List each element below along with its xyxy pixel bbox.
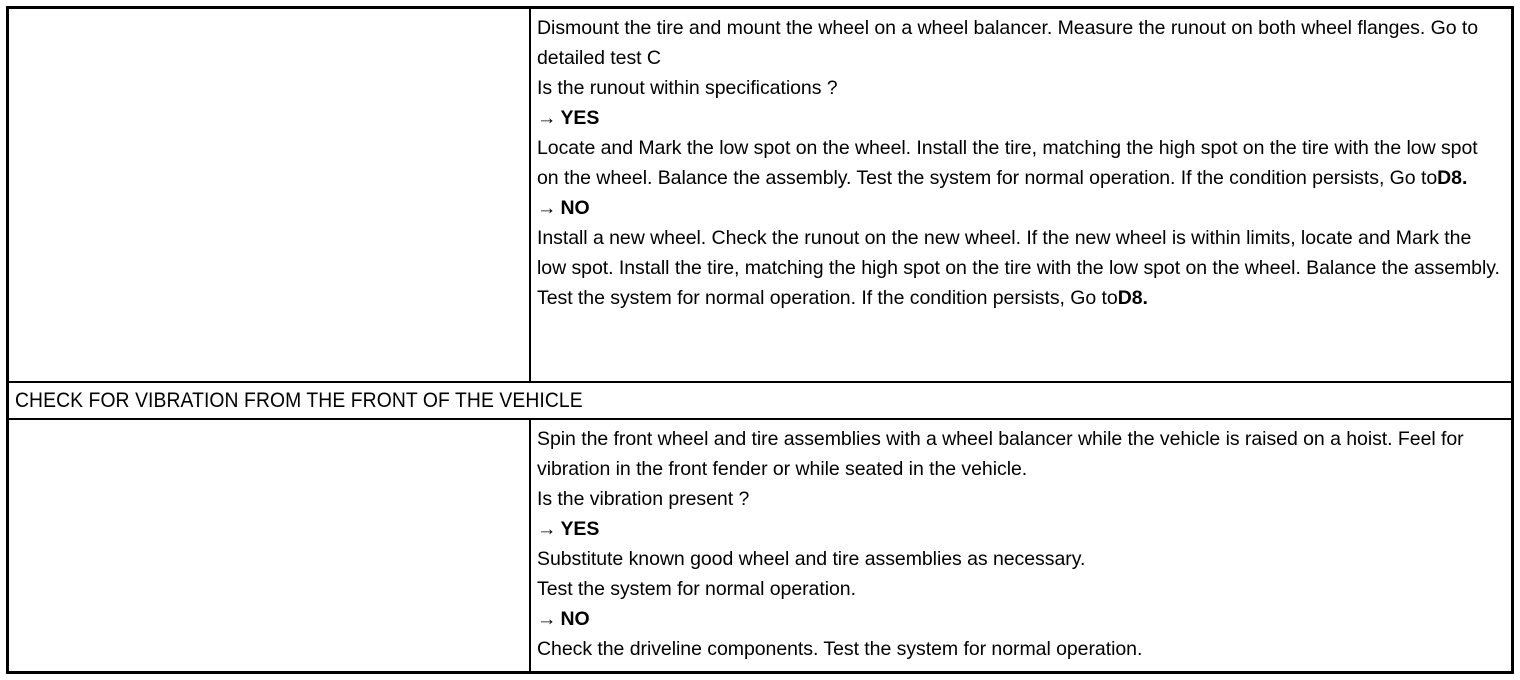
branch-no: →NO (537, 193, 1503, 223)
step-reference-cell-d7 (9, 9, 531, 381)
step-ref-link[interactable]: D8. (1117, 287, 1148, 309)
branch-yes: →YES (537, 514, 1503, 544)
instruction-line: Test the system for normal operation. (537, 578, 856, 600)
table-row-step-d7: Dismount the tire and mount the wheel on… (9, 9, 1511, 381)
branch-label: NO (560, 197, 590, 219)
instruction-line: Substitute known good wheel and tire ass… (537, 548, 1086, 570)
arrow-right-icon: → (537, 518, 557, 540)
branch-label: NO (560, 608, 590, 630)
arrow-right-icon: → (537, 197, 557, 219)
branch-label: YES (560, 518, 600, 540)
arrow-right-icon: → (537, 107, 557, 129)
instruction-line: Spin the front wheel and tire assemblies… (537, 428, 1464, 480)
branch-label: YES (560, 107, 600, 129)
branch-no: →NO (537, 604, 1503, 634)
section-title: CHECK FOR VIBRATION FROM THE FRONT OF TH… (15, 388, 583, 412)
table-row-section-heading: CHECK FOR VIBRATION FROM THE FRONT OF TH… (9, 381, 1511, 420)
question-line: Is the vibration present ? (537, 488, 750, 510)
question-line: Is the runout within specifications ? (537, 77, 838, 99)
instruction-line: Install a new wheel. Check the runout on… (537, 223, 1503, 313)
step-reference-cell-d8 (9, 420, 531, 671)
branch-yes: →YES (537, 103, 1503, 133)
section-heading-cell: CHECK FOR VIBRATION FROM THE FRONT OF TH… (9, 383, 1511, 418)
diagnostic-procedure-table: Dismount the tire and mount the wheel on… (6, 6, 1514, 674)
instruction-line: Locate and Mark the low spot on the whee… (537, 133, 1503, 193)
instruction-text: Locate and Mark the low spot on the whee… (537, 137, 1478, 189)
arrow-right-icon: → (537, 608, 557, 630)
table-row-step-d8: Spin the front wheel and tire assemblies… (9, 420, 1511, 671)
step-action-cell-d8: Spin the front wheel and tire assemblies… (531, 420, 1511, 671)
instruction-line: Dismount the tire and mount the wheel on… (537, 17, 1479, 69)
step-ref-link[interactable]: D8. (1437, 167, 1468, 189)
instruction-line: Check the driveline components. Test the… (537, 638, 1143, 660)
step-action-cell-d7: Dismount the tire and mount the wheel on… (531, 9, 1511, 381)
instruction-text: Install a new wheel. Check the runout on… (537, 227, 1500, 309)
